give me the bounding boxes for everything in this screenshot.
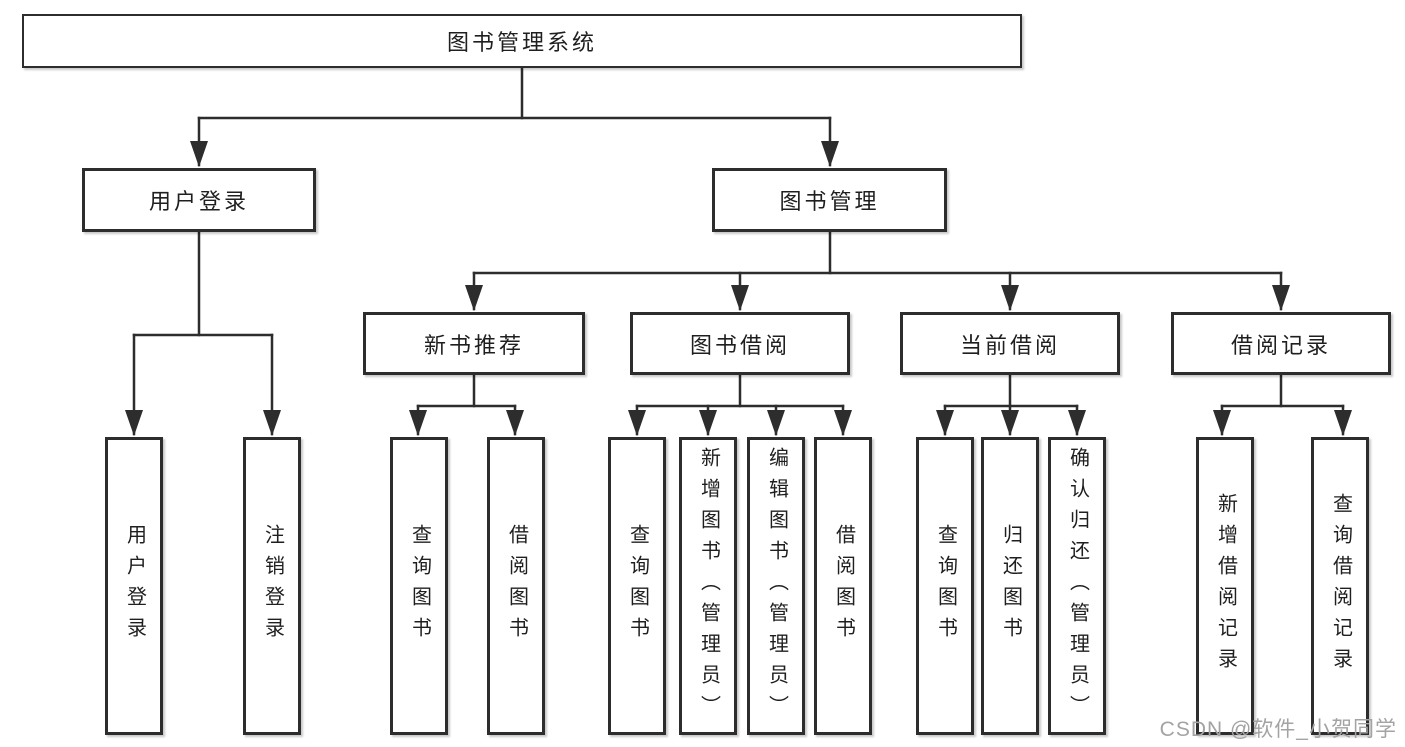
leaf-edit-book-admin-label: 编辑图书（管理员） [765, 446, 788, 726]
node-current-borrow: 当前借阅 [900, 312, 1120, 375]
leaf-return-book-label: 归还图书 [999, 524, 1022, 648]
leaf-query-books-2: 查询图书 [608, 437, 666, 735]
leaf-add-borrow-record: 新增借阅记录 [1196, 437, 1254, 735]
leaf-query-borrow-record: 查询借阅记录 [1311, 437, 1369, 735]
leaf-query-books-3: 查询图书 [916, 437, 974, 735]
leaf-add-borrow-record-label: 新增借阅记录 [1214, 493, 1237, 679]
node-book-borrow: 图书借阅 [630, 312, 850, 375]
leaf-query-books-2-label: 查询图书 [626, 524, 649, 648]
leaf-borrow-books-1-label: 借阅图书 [505, 524, 528, 648]
node-borrow-record: 借阅记录 [1171, 312, 1391, 375]
leaf-user-login-label: 用户登录 [123, 524, 146, 648]
leaf-add-book-admin: 新增图书（管理员） [679, 437, 737, 735]
leaf-return-book: 归还图书 [981, 437, 1039, 735]
leaf-logout-label: 注销登录 [261, 524, 284, 648]
csdn-watermark: CSDN @软件_小贺同学 [1159, 718, 1397, 741]
leaf-borrow-books-1: 借阅图书 [487, 437, 545, 735]
node-new-book-recommend: 新书推荐 [363, 312, 585, 375]
leaf-edit-book-admin: 编辑图书（管理员） [747, 437, 805, 735]
leaf-logout: 注销登录 [243, 437, 301, 735]
leaf-user-login: 用户登录 [105, 437, 163, 735]
leaf-add-book-admin-label: 新增图书（管理员） [697, 446, 720, 726]
leaf-query-books-3-label: 查询图书 [934, 524, 957, 648]
leaf-borrow-books-2: 借阅图书 [814, 437, 872, 735]
leaf-confirm-return-admin-label: 确认归还（管理员） [1066, 446, 1089, 726]
leaf-borrow-books-2-label: 借阅图书 [832, 524, 855, 648]
node-library-management-system: 图书管理系统 [22, 14, 1022, 68]
leaf-query-books-1-label: 查询图书 [408, 524, 431, 648]
leaf-query-books-1: 查询图书 [390, 437, 448, 735]
leaf-confirm-return-admin: 确认归还（管理员） [1048, 437, 1106, 735]
node-book-management: 图书管理 [712, 168, 947, 232]
node-user-login: 用户登录 [82, 168, 316, 232]
leaf-query-borrow-record-label: 查询借阅记录 [1329, 493, 1352, 679]
